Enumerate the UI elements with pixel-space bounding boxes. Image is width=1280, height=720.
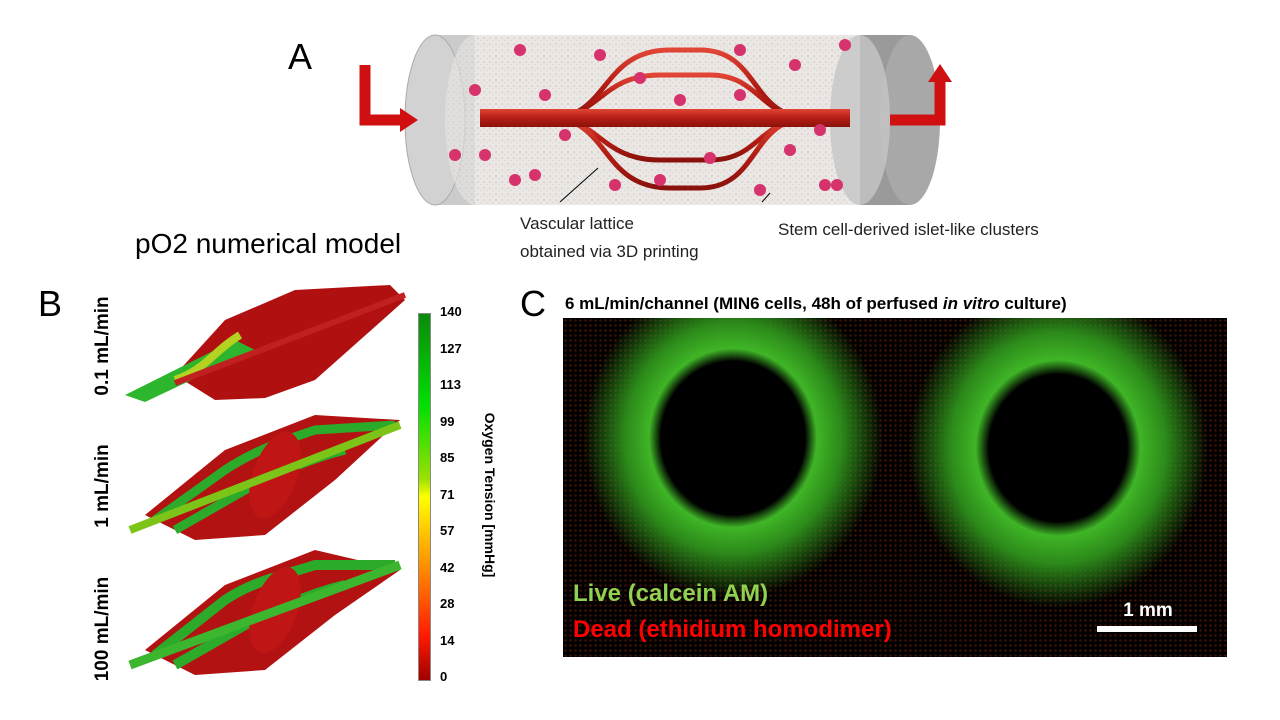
- colorbar-tick-label: 57: [440, 523, 455, 538]
- dead-label: Dead (ethidium homodimer): [573, 616, 892, 643]
- live-label: Live (calcein AM): [573, 580, 769, 607]
- bioreactor-diagram: [359, 34, 952, 206]
- title-text: 6 mL/min/channel (MIN6 cells, 48h of per…: [565, 294, 943, 313]
- title-text-end: culture): [999, 294, 1067, 313]
- flow-rate-label: 0.1 mL/min: [92, 296, 113, 396]
- colorbar-tick-label: 140: [440, 304, 462, 319]
- title-italic: in vitro: [942, 294, 1000, 313]
- model-0.1: [125, 285, 407, 402]
- live-dead-micrograph: Live (calcein AM) Dead (ethidium homodim…: [563, 318, 1227, 657]
- model-1: [128, 415, 402, 540]
- lattice-label-line1: Vascular lattice: [520, 214, 635, 233]
- colorbar-tick-label: 0: [440, 669, 448, 684]
- panel-b-title: pO2 numerical model: [135, 228, 402, 259]
- colorbar-tick-label: 71: [440, 486, 455, 502]
- clusters-label: Stem cell-derived islet-like clusters: [778, 220, 1039, 239]
- flow-rate-label: 100 mL/min: [92, 576, 113, 682]
- oxygen-model-renderings: [125, 285, 407, 675]
- lattice-label-line2: obtained via 3D printing: [520, 242, 699, 261]
- colorbar-tick-label: 28: [440, 596, 455, 611]
- colorbar-tick-label: 42: [440, 559, 455, 575]
- panel-c-letter: C: [520, 283, 546, 324]
- scale-bar-label: 1 mm: [1123, 600, 1173, 621]
- model-100: [128, 550, 402, 675]
- colorbar: [418, 313, 431, 681]
- panel-c-title: 6 mL/min/channel (MIN6 cells, 48h of per…: [565, 294, 1067, 314]
- channel-left: [583, 318, 883, 598]
- scale-bar: [1097, 626, 1197, 632]
- colorbar-title: Oxygen Tension [mmHg]: [482, 412, 498, 578]
- colorbar-tick-label: 14: [440, 632, 455, 648]
- colorbar-tick-label: 127: [440, 340, 462, 356]
- flow-rate-label: 1 mL/min: [92, 444, 113, 528]
- colorbar-tick-label: 113: [440, 377, 461, 392]
- channel-right: [908, 318, 1208, 608]
- colorbar-tick-label: 85: [440, 450, 455, 465]
- colorbar-tick-label: 99: [440, 413, 455, 429]
- panel-b-letter: B: [38, 283, 63, 324]
- panel-a-letter: A: [288, 36, 313, 77]
